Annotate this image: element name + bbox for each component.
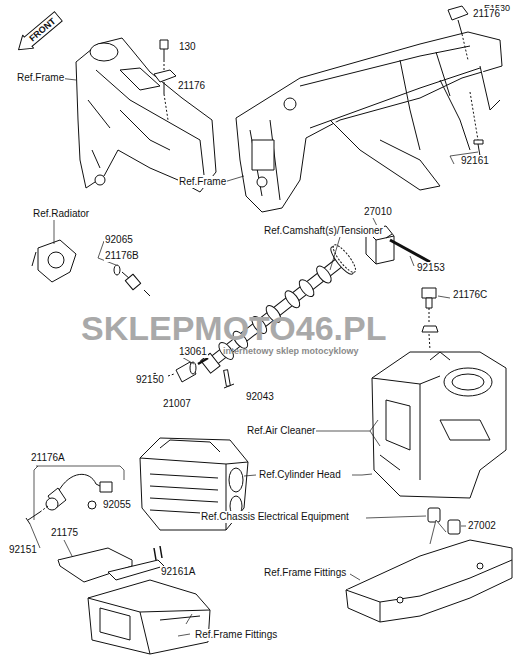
frame-fittings-right [346,520,512,622]
part-number: 21176B [104,250,140,262]
part-number: 27010 [363,206,393,218]
part-number: 92161A [160,566,196,578]
reference-label: Ref.Frame [178,176,227,188]
reference-label: Ref.Frame Fittings [194,629,278,641]
sensor-21176c [422,288,450,350]
sensor-21176a [26,466,124,524]
part-number: 92151 [8,544,38,556]
leader-lines [30,78,478,646]
radiator-fitting [32,240,150,296]
front-arrow: FRONT [12,9,64,57]
part-number: 21007 [162,398,192,410]
sensor-21176-b [448,6,483,156]
reference-label: Ref.Cylinder Head [258,469,342,481]
part-number: 92055 [102,499,132,511]
part-number: 92065 [104,234,134,246]
reference-label: Ref.Chassis Electrical Equipment [200,511,350,523]
part-number: 13061 [178,346,208,358]
watermark: SKLEPMOTO46.PL [80,308,387,349]
part-number: 21175 [50,527,79,539]
reference-label: Ref.Radiator [32,208,90,220]
direction-label: FRONT [27,15,58,44]
part-number: 92150 [135,374,165,386]
part-number: 92043 [245,391,275,403]
reference-label: Ref.Air Cleaner [246,425,316,437]
arrow-shape [13,10,64,56]
part-number: 130 [178,41,197,53]
part-number: 21176A [30,452,66,464]
frame-fittings-left [58,546,210,654]
part-number: 27002 [467,520,497,532]
reference-label: Ref.Frame [16,72,65,84]
air-cleaner [372,352,506,498]
part-number: 21176 [177,80,206,92]
reference-label: Ref.Frame Fittings [263,567,347,579]
part-number: 21176 [472,8,501,20]
part-number: 92153 [416,262,446,274]
sensor-21176-a [154,40,176,120]
watermark: internetowy sklep motocyklowy [222,346,360,357]
frame-main [236,32,502,212]
frame-front [76,38,216,192]
part-number: 21176C [452,289,488,301]
reference-label: Ref.Camshaft(s)/Tensioner [263,225,384,237]
part-number: 92161 [460,155,490,167]
